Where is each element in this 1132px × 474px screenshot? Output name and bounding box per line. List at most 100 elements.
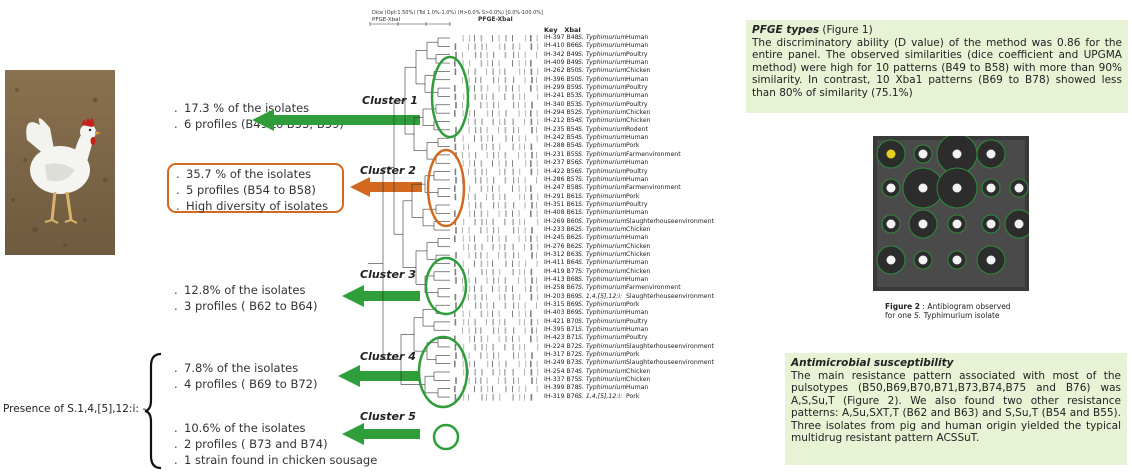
gel-band [454, 168, 457, 176]
gel-band [505, 135, 507, 142]
cluster5-ellipse [432, 423, 460, 451]
gel-band [454, 293, 457, 301]
isolate-id: IH-262 B50 [544, 67, 579, 75]
isolate-source: Slaughterhouseenvironment [626, 292, 714, 300]
gel-band [462, 302, 463, 309]
gel-band [463, 218, 465, 226]
gel-band [530, 110, 532, 117]
gel-band [537, 318, 539, 326]
gel-band [454, 93, 457, 101]
gel-band [492, 235, 493, 242]
gel-band [512, 385, 513, 393]
gel-band [536, 302, 537, 309]
gel-band [513, 126, 515, 134]
gel-band [512, 35, 513, 42]
gel-band [513, 227, 515, 234]
gel-band [530, 160, 532, 167]
gel-band [474, 168, 476, 176]
gel-band [530, 118, 533, 126]
gel-band [512, 85, 513, 92]
isolate-source: Chicken [626, 267, 651, 275]
gel-band [468, 293, 469, 301]
isolate-id: IH-410 B66 [544, 42, 579, 50]
isolate-serotype: S. Typhimurium [578, 125, 627, 133]
gel-band [475, 126, 477, 134]
gel-band [469, 310, 471, 318]
cluster2-stat-line: .35.7 % of the isolates [176, 167, 312, 181]
isolate-source: Slaughterhouseenvironment [626, 342, 714, 350]
gel-band [486, 93, 487, 101]
presence-label: Presence of S.1,4,[5],12:i: - [3, 403, 147, 415]
cluster4-stat-line: .7.8% of the isolates [174, 361, 299, 375]
gel-band [504, 318, 506, 326]
cluster4-ellipse [417, 335, 469, 409]
gel-band [505, 335, 507, 343]
gel-band [462, 327, 463, 334]
isolate-source: Poultry [626, 317, 648, 325]
gel-band [525, 60, 527, 67]
figure2-caption-species: S. [914, 311, 922, 320]
gel-band [486, 227, 488, 234]
antibiotic-disc [986, 219, 996, 229]
gel-band [455, 377, 457, 384]
isolate-serotype: S. Typhimurium [578, 275, 627, 283]
gel-band [524, 143, 525, 151]
gel-band [487, 210, 489, 217]
gel-band [492, 185, 493, 192]
gel-band [480, 51, 482, 59]
gel-band [480, 385, 483, 393]
gel-band [504, 369, 506, 376]
gel-band [468, 202, 470, 209]
gel-band [492, 110, 493, 117]
isolate-source: Farmenvironment [626, 284, 681, 292]
gel-band [492, 93, 494, 101]
gel-band [487, 60, 489, 67]
isolate-source: Chicken [626, 376, 651, 384]
gel-band [454, 60, 456, 67]
gel-band [518, 227, 519, 234]
gel-band [518, 185, 520, 192]
gel-band [487, 235, 489, 242]
dendrogram-scale-title: PFGE-XbaI [478, 16, 513, 23]
isolate-row: IH-237 B56S. TyphimuriumHuman [544, 159, 714, 167]
gel-band [481, 343, 483, 351]
gel-band [480, 310, 483, 318]
gel-band [481, 218, 483, 226]
isolate-row: IH-403 B69S. TyphimuriumHuman [544, 309, 714, 317]
isolate-source: Pork [626, 192, 640, 200]
gel-band [524, 218, 525, 226]
cluster5-label: Cluster 5 [360, 410, 416, 423]
isolate-row: IH-294 B52S. TyphimuriumChicken [544, 109, 714, 117]
gel-band [454, 310, 456, 318]
gel-band [530, 369, 533, 376]
antibiotic-disc [952, 255, 962, 265]
gel-band [499, 43, 501, 50]
gel-band [481, 118, 483, 126]
gel-band [499, 143, 501, 151]
isolate-row: IH-409 B49S. TyphimuriumHuman [544, 59, 714, 67]
gel-band [468, 277, 470, 284]
gel-band [468, 243, 469, 251]
gel-band [504, 293, 506, 301]
isolate-source: Chicken [626, 117, 651, 125]
pfge-types-title: PFGE types [752, 24, 820, 36]
gel-band [505, 360, 507, 368]
gel-band [474, 135, 475, 142]
gel-band [475, 277, 477, 284]
gel-band [454, 385, 456, 393]
gel-band [498, 202, 499, 209]
gel-band [474, 335, 475, 343]
isolate-serotype: S. Typhimurium [578, 359, 627, 367]
isolate-serotype: S. Typhimurium [578, 192, 627, 200]
gel-band [492, 243, 494, 251]
gel-band [493, 327, 495, 334]
gel-band [504, 302, 507, 309]
gel-band [455, 126, 457, 134]
gel-band [474, 110, 475, 117]
gel-band [480, 260, 483, 268]
cluster3-stat-line: .12.8% of the isolates [174, 283, 306, 297]
isolate-row: IH-262 B50S. TyphimuriumChicken [544, 67, 714, 75]
isolate-serotype: S. Typhimurium [578, 209, 627, 217]
isolate-id: IH-342 B49 [544, 50, 579, 58]
gel-band [468, 118, 469, 126]
